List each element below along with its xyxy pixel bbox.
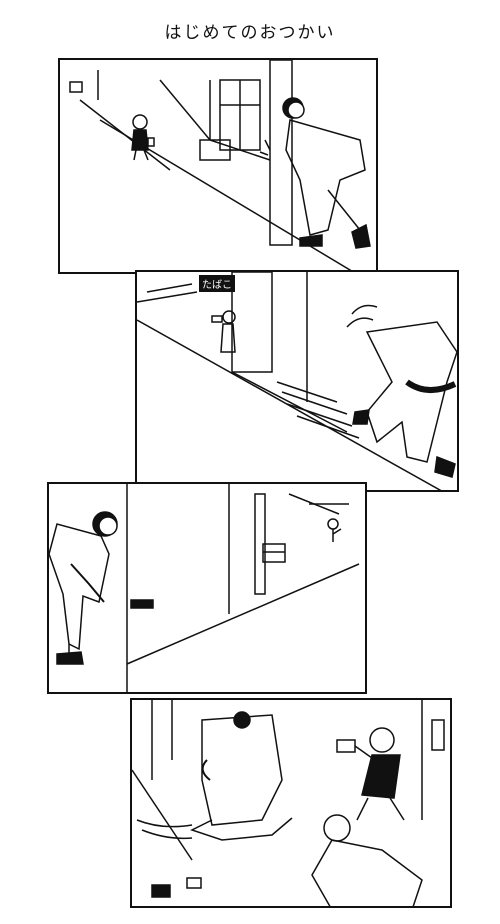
- panel-2-drawing: [137, 272, 457, 490]
- comic-panel-3: [47, 482, 367, 694]
- comic-title: はじめてのおつかい: [164, 23, 336, 43]
- comic-panel-4: [130, 698, 452, 908]
- tobacco-shop-sign: たばこ: [199, 275, 235, 292]
- panel-1-drawing: [69, 60, 371, 272]
- panel-4-drawing: [132, 700, 445, 906]
- comic-panel-2: たばこ: [135, 270, 459, 492]
- panel-3-drawing: [49, 484, 360, 692]
- comic-panel-1: [58, 58, 378, 274]
